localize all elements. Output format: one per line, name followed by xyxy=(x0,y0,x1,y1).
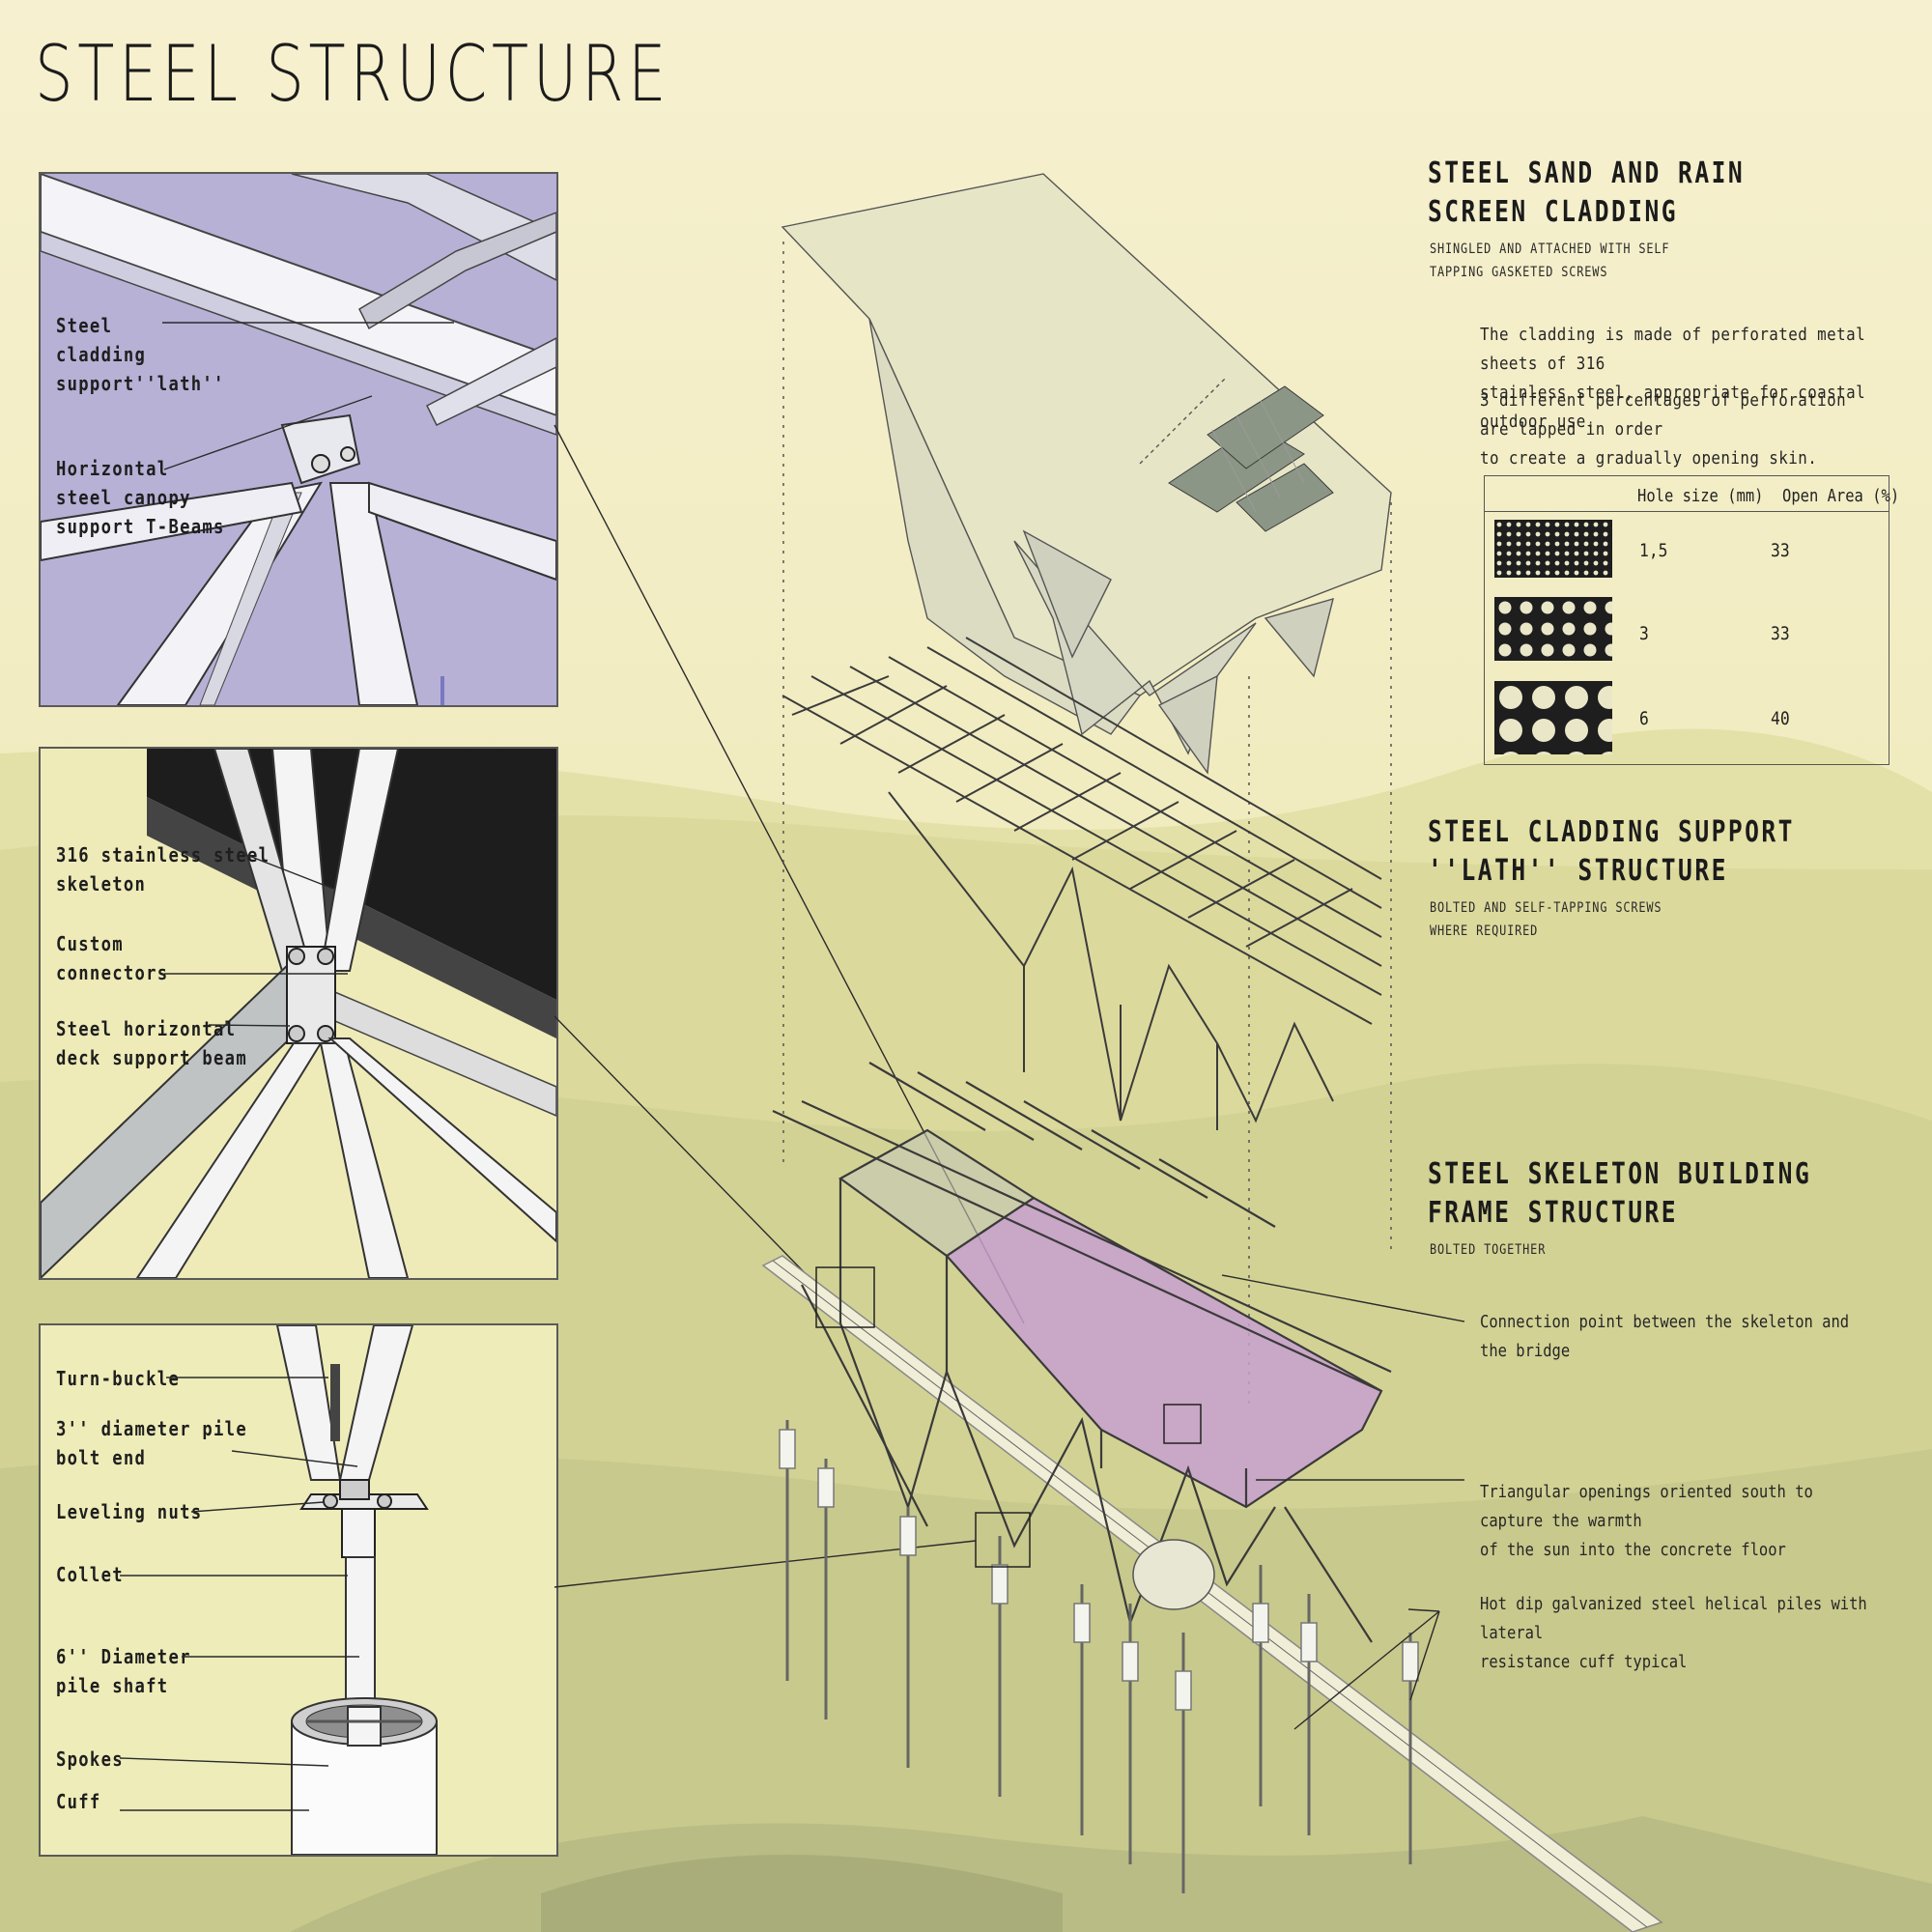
annotation-helical-piles: Hot dip galvanized steel helical piles w… xyxy=(1480,1594,1867,1672)
callout-pile-shaft: 6'' Diameter pile shaft xyxy=(56,1645,191,1697)
perforation-swatch-medium-holes xyxy=(1494,597,1612,661)
skeleton-detail-illustration xyxy=(41,749,556,1278)
cladding-description-1: The cladding is made of perforated metal… xyxy=(1480,325,1866,432)
callout-deck-support-beam: Steel horizontal deck support beam xyxy=(56,1017,247,1069)
skeleton-detail-panel xyxy=(39,747,558,1280)
layer-subheading-lath: BOLTED AND SELF-TAPPING SCREWS WHERE REQ… xyxy=(1430,900,1662,939)
table-cell-open-area: 33 xyxy=(1771,540,1790,561)
table-cell-hole-size: 6 xyxy=(1639,708,1649,729)
table-cell-hole-size: 3 xyxy=(1639,623,1649,644)
pile-detail-illustration xyxy=(41,1325,556,1855)
table-cell-hole-size: 1,5 xyxy=(1639,540,1668,561)
callout-stainless-skeleton: 316 stainless steel skeleton xyxy=(56,843,270,895)
callout-canopy-t-beams: Horizontal steel canopy support T-Beams xyxy=(56,457,225,538)
table-cell-open-area: 40 xyxy=(1771,708,1790,729)
perforation-swatch-large-holes xyxy=(1494,681,1612,754)
perforation-table: Hole size (mm) Open Area (%) 1,5 33 3 33… xyxy=(1484,475,1899,765)
layer-heading-cladding: STEEL SAND AND RAIN SCREEN CLADDING xyxy=(1428,156,1746,229)
perforation-swatch-small-holes xyxy=(1494,520,1612,578)
callout-collet: Collet xyxy=(56,1563,124,1586)
callout-turn-buckle: Turn-buckle xyxy=(56,1367,181,1390)
callout-cuff: Cuff xyxy=(56,1790,101,1813)
callout-pile-bolt-end: 3'' diameter pile bolt end xyxy=(56,1417,247,1469)
annotation-bridge-connection: Connection point between the skeleton an… xyxy=(1480,1312,1850,1361)
layer-subheading-skeleton: BOLTED TOGETHER xyxy=(1430,1242,1547,1258)
cladding-description-2: 3 different percentages of perforation a… xyxy=(1480,390,1847,469)
layer-subheading-cladding: SHINGLED AND ATTACHED WITH SELF TAPPING … xyxy=(1430,242,1670,280)
pile-detail-panel xyxy=(39,1323,558,1857)
canopy-detail-panel xyxy=(39,172,558,707)
callout-spokes: Spokes xyxy=(56,1747,124,1771)
canopy-detail-illustration xyxy=(41,174,556,705)
table-header-open-area: Open Area (%) xyxy=(1782,486,1900,506)
callout-custom-connectors: Custom connectors xyxy=(56,932,169,984)
table-header-hole-size: Hole size (mm) xyxy=(1637,486,1764,506)
callout-cladding-lath: Steel cladding support''lath'' xyxy=(56,314,225,395)
layer-heading-skeleton: STEEL SKELETON BUILDING FRAME STRUCTURE xyxy=(1428,1157,1812,1230)
annotation-triangular-openings: Triangular openings oriented south to ca… xyxy=(1480,1482,1813,1560)
table-cell-open-area: 33 xyxy=(1771,623,1790,644)
page-title: STEEL STRUCTURE xyxy=(35,29,671,119)
layer-heading-lath: STEEL CLADDING SUPPORT ''LATH'' STRUCTUR… xyxy=(1428,815,1795,888)
